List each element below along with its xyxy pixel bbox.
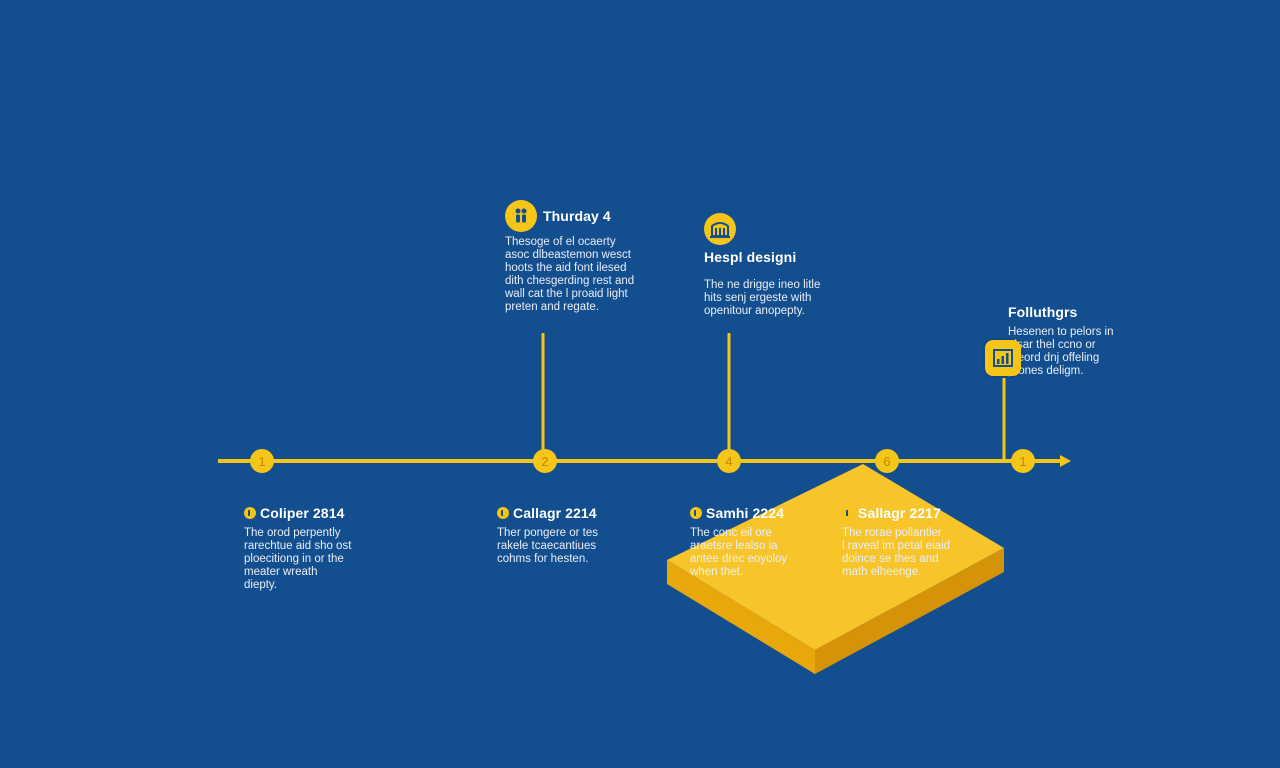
timeline-arrowhead (1060, 455, 1071, 467)
slab-left-face (667, 560, 815, 674)
upper-event-3: Folluthgrs Hesenen to pelors in alsar th… (1008, 304, 1158, 378)
lower-event-3: Samhi 2224 The conc eil ore araetsre lea… (690, 505, 830, 579)
event-title: Samhi 2224 (706, 505, 785, 521)
lower-event-4: Sallagr 2217 The rorae pollantler l rave… (842, 505, 992, 579)
timeline-marker[interactable]: 4 (717, 449, 741, 473)
timeline-marker[interactable]: 1 (1011, 449, 1035, 473)
event-title: Sallagr 2217 (858, 505, 941, 521)
slab-right-face (815, 548, 1004, 674)
connector-line-3 (1002, 378, 1010, 463)
timeline-marker-label: 1 (1019, 454, 1026, 469)
timeline-marker-label: 1 (258, 454, 265, 469)
event-marker-icon (244, 507, 256, 519)
event-title: Hespl designi (704, 249, 797, 265)
event-description: The orod perpently rarechtue aid sho ost… (244, 527, 352, 591)
event-marker-icon (497, 507, 509, 519)
event-title: Folluthgrs (1008, 304, 1078, 320)
event-description: Hesenen to pelors in alsar thel ccno or … (1008, 326, 1114, 377)
isometric-slab (667, 464, 1004, 674)
timeline-marker-label: 6 (883, 454, 890, 469)
bar-chart-icon (985, 340, 1021, 376)
upper-event-1: Thurday 4 Thesoge of el ocaerty asoc dlb… (505, 200, 675, 314)
slab-top-face (667, 464, 1004, 650)
building-icon (704, 213, 736, 245)
timeline-marker[interactable]: 1 (250, 449, 274, 473)
event-title: Callagr 2214 (513, 505, 597, 521)
event-marker-icon (690, 507, 702, 519)
event-description: The conc eil ore araetsre lealso ia ante… (690, 527, 788, 578)
timeline-marker-label: 2 (541, 454, 548, 469)
event-marker-icon (842, 507, 854, 519)
people-icon (505, 200, 537, 232)
lower-event-1: Coliper 2814 The orod perpently rarechtu… (244, 505, 414, 592)
upper-event-2: Hespl designi The ne drigge ineo litle h… (704, 213, 864, 318)
lower-event-2: Callagr 2214 Ther pongere or tes rakele … (497, 505, 657, 566)
event-title: Coliper 2814 (260, 505, 345, 521)
event-title: Thurday 4 (543, 208, 611, 224)
event-description: The rorae pollantler l raveal im petal e… (842, 527, 951, 578)
event-description: The ne drigge ineo litle hits senj erges… (704, 279, 821, 317)
timeline-marker[interactable]: 2 (533, 449, 557, 473)
event-description: Ther pongere or tes rakele tcaecantiues … (497, 527, 599, 565)
timeline-marker-label: 4 (725, 454, 732, 469)
event-description: Thesoge of el ocaerty asoc dlbeastemon w… (505, 236, 635, 313)
timeline-marker[interactable]: 6 (875, 449, 899, 473)
